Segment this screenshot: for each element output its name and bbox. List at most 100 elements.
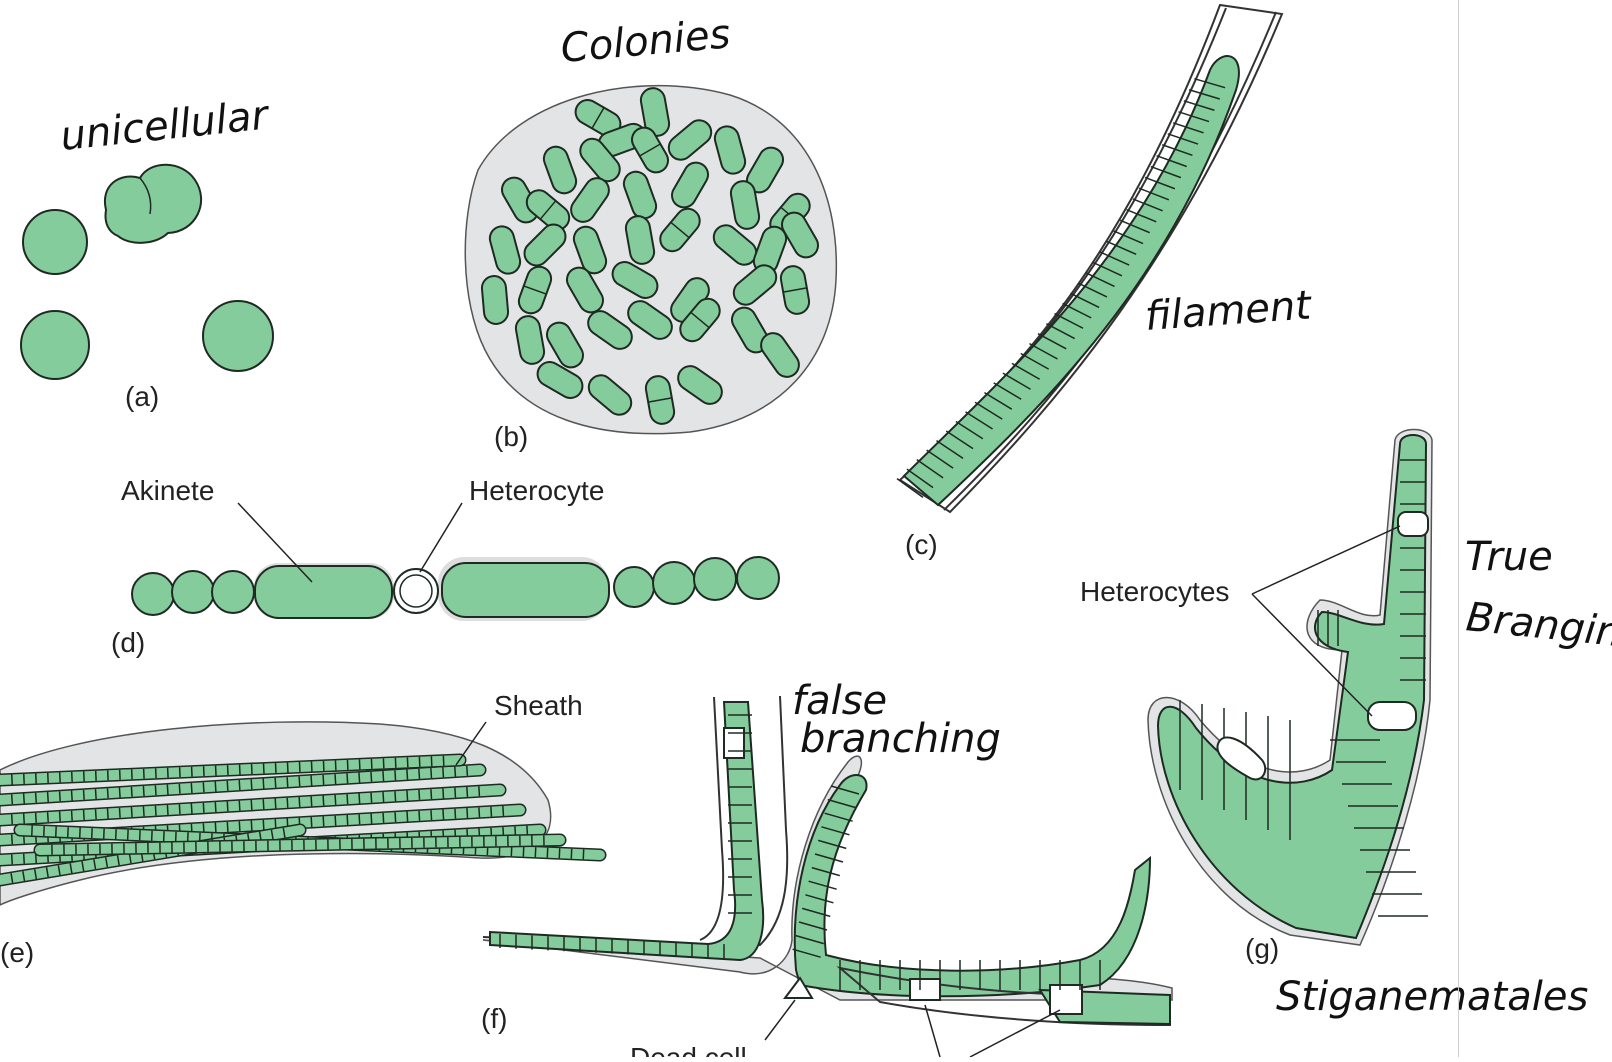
bundle-cell-wall [72, 811, 73, 821]
bundle-cell-wall [419, 790, 420, 800]
bundle-cell-wall [347, 794, 348, 804]
panel-label-g: (g) [1245, 933, 1279, 964]
heterocyte-lower [1368, 702, 1416, 730]
bundle-cell-wall [299, 776, 300, 786]
bundle-cell-wall [251, 800, 252, 810]
bundle-cell-wall [227, 822, 228, 832]
bundle-cell-wall [431, 810, 432, 820]
bundle-cell-wall [431, 789, 432, 799]
bundle-cell-wall [407, 812, 408, 822]
bundle-cell-wall [251, 779, 252, 789]
bundle-cell-wall [503, 806, 504, 816]
bundle-cell-wall [323, 816, 324, 826]
bundle-cell-wall [203, 782, 204, 792]
bundle-cell-wall [179, 804, 180, 814]
bundle-cell-wall [479, 786, 480, 796]
panel-c-filament: (c) filament [897, 5, 1314, 560]
bundle-cell-wall [227, 781, 228, 791]
bundle-cell-wall [467, 808, 468, 818]
heterocyte-upper [1398, 512, 1428, 536]
panel-label-a: (a) [125, 381, 159, 412]
bundle-cell-wall [36, 813, 37, 823]
bundle-cell-wall [419, 811, 420, 821]
bundle-cell-wall [395, 812, 396, 822]
bundle-cell-wall [287, 777, 288, 787]
bundle-cell-wall [215, 823, 216, 833]
bundle-cell-wall [311, 796, 312, 806]
bundle-cell-wall [167, 805, 168, 815]
bundle-cell-wall [371, 793, 372, 803]
handwritten-branging: Brangin [1464, 594, 1612, 656]
handwritten-stiganematales: Stiganematales [1276, 974, 1588, 1020]
bundle-cell-wall [467, 787, 468, 797]
bundle-cell-wall [215, 782, 216, 792]
panel-label-c: (c) [905, 529, 938, 560]
callout-dead-cell: Dead cell [630, 1042, 747, 1057]
bundle-cell-wall [359, 773, 360, 783]
bundle-cell-wall [287, 798, 288, 808]
bundle-cell-wall [84, 790, 85, 800]
callout-heterocyte: Heterocyte [469, 475, 604, 506]
bundle-cell-wall [479, 807, 480, 817]
handwritten-filament: filament [1143, 282, 1313, 340]
bundle-cell-wall [371, 772, 372, 782]
bundle-cell-wall [299, 797, 300, 807]
panel-e-sheath-bundle: Sheath (e) [0, 690, 600, 968]
bundle-cell-wall [131, 787, 132, 797]
bundle-cell-wall [24, 814, 25, 824]
bundle-cell-wall [263, 820, 264, 830]
bundle-cell-wall [60, 791, 61, 801]
bundle-cell-wall [155, 785, 156, 795]
bundle-cell-wall [12, 854, 13, 864]
bundle-cell-wall [263, 799, 264, 809]
akinete-cell [255, 566, 392, 618]
bundle-cell-wall [395, 791, 396, 801]
panel-label-f: (f) [481, 1003, 507, 1034]
bundle-cell-wall [143, 806, 144, 816]
callout-sheath: Sheath [494, 690, 583, 721]
panel-label-d: (d) [111, 627, 145, 658]
bundle-cell-wall [383, 813, 384, 823]
handwritten-unicellular: unicellular [58, 92, 272, 160]
bundle-cell-wall [108, 809, 109, 819]
bundle-cell-wall [48, 792, 49, 802]
bundle-cell-wall [48, 812, 49, 822]
bundle-cell-wall [203, 803, 204, 813]
bundle-cell-wall [275, 778, 276, 788]
bundle-cell-wall [84, 810, 85, 820]
bundle-cell-wall [383, 792, 384, 802]
callout-akinete: Akinete [121, 475, 214, 506]
bundle-cell-wall [335, 795, 336, 805]
bundle-cell-wall [383, 771, 384, 781]
bundle-cell-wall [275, 798, 276, 808]
bundle-cell-wall [491, 807, 492, 817]
panel-d-akinete-heterocyte: Akinete Heterocyte (d) [111, 475, 779, 658]
handwritten-branching: branching [800, 716, 1001, 762]
bundle-cell-wall [455, 767, 456, 777]
bundle-cell-wall [251, 820, 252, 830]
bundle-cell-wall [239, 780, 240, 790]
bundle-cell-wall [12, 794, 13, 804]
bundle-cell-wall [335, 816, 336, 826]
callout-heterocytes: Heterocytes [1080, 576, 1229, 607]
bundle-cell-wall [227, 801, 228, 811]
bundle-cell-wall [119, 788, 120, 798]
bundle-cell-wall [191, 804, 192, 814]
bundle-cell-wall [407, 791, 408, 801]
bundle-cell-wall [191, 783, 192, 793]
bundle-cell-wall [359, 814, 360, 824]
bundle-cell-wall [443, 767, 444, 777]
bundle-cell-wall [167, 785, 168, 795]
bundle-cell-wall [371, 814, 372, 824]
panel-f-false-branching: Dead cell (f) false branching [481, 678, 1172, 1057]
bundle-cell-wall [60, 811, 61, 821]
bundle-cell-wall [335, 774, 336, 784]
bundle-cell-wall [72, 791, 73, 801]
bundle-cell-wall [96, 789, 97, 799]
bundle-cell-wall [263, 779, 264, 789]
bundle-cell-wall [443, 788, 444, 798]
bundle-cell-wall [455, 788, 456, 798]
bundle-cell-wall [347, 815, 348, 825]
bundle-cell-wall [96, 809, 97, 819]
